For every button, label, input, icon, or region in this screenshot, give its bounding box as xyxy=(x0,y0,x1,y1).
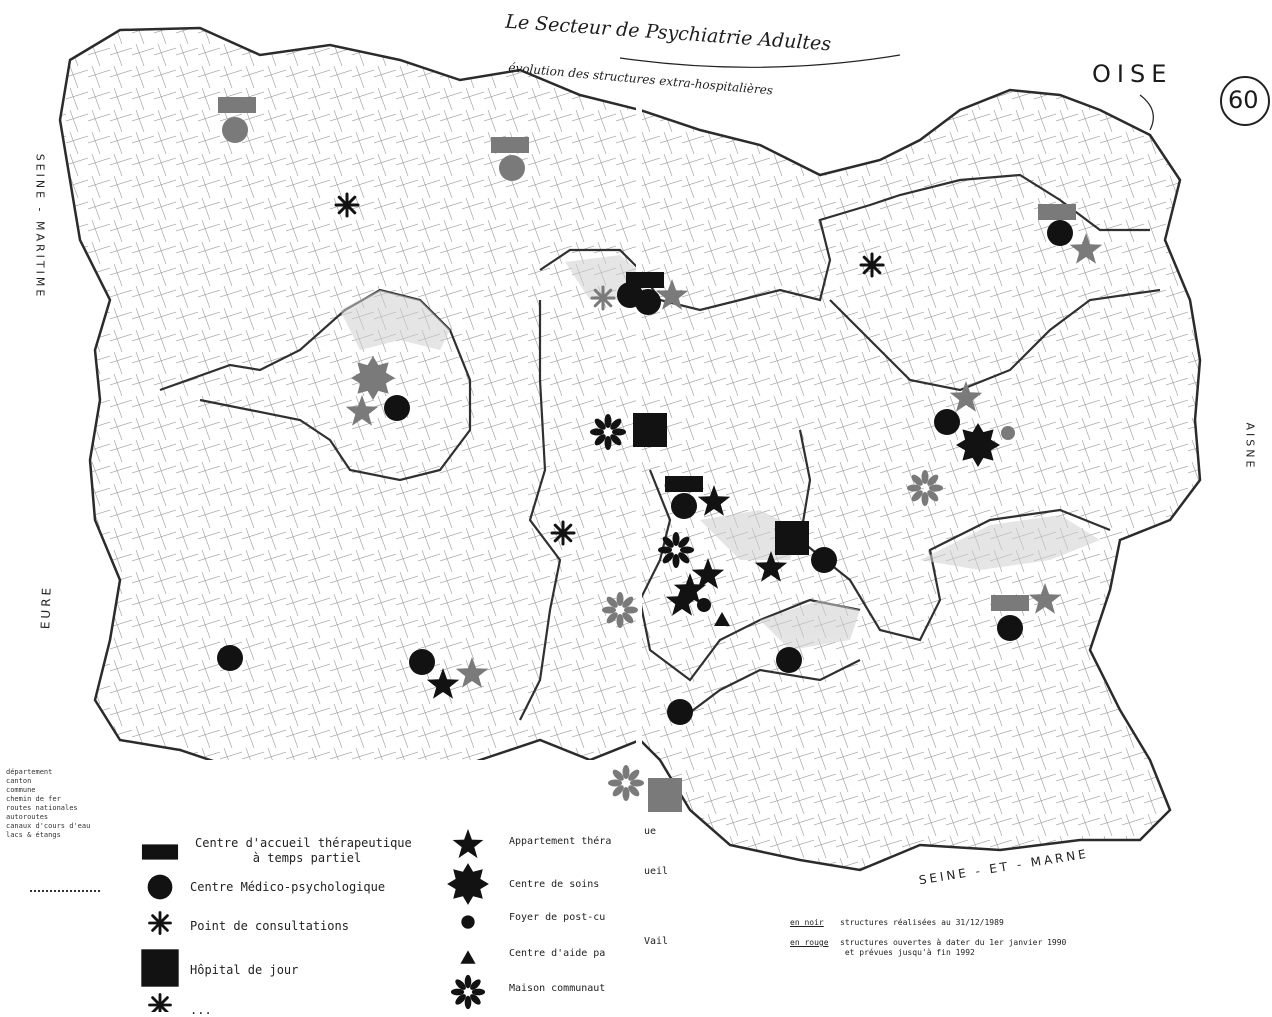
circle-marker xyxy=(217,645,243,671)
legend-fragment: Vail xyxy=(644,936,669,947)
circle-marker xyxy=(997,615,1023,641)
bar-marker xyxy=(1038,204,1076,220)
circle-marker xyxy=(409,649,435,675)
color-note-black-text: structures réalisées au 31/12/1989 xyxy=(840,918,1004,927)
asterisk-marker xyxy=(148,911,172,935)
asterisk-marker xyxy=(334,192,360,218)
star-marker xyxy=(697,485,731,516)
base-legend-item: canton xyxy=(6,777,32,785)
base-legend-item: canaux d'cours d'eau xyxy=(6,822,91,830)
star-marker xyxy=(426,668,460,699)
bar-marker xyxy=(218,97,256,113)
neighbor-aisne: AISNE xyxy=(1243,422,1257,471)
bar-marker xyxy=(141,844,179,860)
base-legend-item: lacs & étangs xyxy=(6,831,61,839)
legend-label-foyer: Foyer de post-cu xyxy=(509,912,606,923)
neighbor-seine-maritime: SEINE - MARITIME xyxy=(33,153,47,300)
department-outline xyxy=(58,26,1202,872)
star-marker xyxy=(949,381,983,412)
star-marker xyxy=(1069,233,1103,264)
burst-marker xyxy=(956,423,1000,467)
legend-label-appartement: Appartement théra xyxy=(509,836,612,847)
star-marker xyxy=(455,657,489,688)
burst-marker xyxy=(447,863,489,905)
color-note-black-key: en noir xyxy=(790,918,824,927)
legend-label-hopital-jour: Hôpital de jour xyxy=(190,963,299,977)
legend-label-other: ... xyxy=(190,1003,212,1017)
circle-marker xyxy=(776,647,802,673)
circle-marker xyxy=(811,547,837,573)
circle-marker xyxy=(671,493,697,519)
legend-symbols xyxy=(141,828,489,1012)
base-legend-item: autoroutes xyxy=(6,813,49,821)
star-marker xyxy=(655,279,689,310)
circle-marker xyxy=(384,395,410,421)
marker-layer xyxy=(217,97,1103,812)
dot-marker xyxy=(697,598,711,612)
star-marker xyxy=(345,395,379,426)
circle-marker xyxy=(147,874,173,900)
legend-label-cmp: Centre Médico-psychologique xyxy=(190,880,386,894)
title-underline xyxy=(619,54,901,68)
square-marker xyxy=(633,413,667,447)
legend-label-centre-aide: Centre d'aide pa xyxy=(509,948,606,959)
star-marker xyxy=(452,828,484,859)
scale-bar xyxy=(30,890,100,892)
star-marker xyxy=(754,551,788,582)
neighbor-eure: EURE xyxy=(38,584,54,630)
triangle-marker xyxy=(460,950,476,964)
oise-pointer xyxy=(1139,94,1154,131)
square-marker xyxy=(141,949,179,987)
base-legend-item: commune xyxy=(6,786,36,794)
department-number: 60 xyxy=(1228,86,1259,114)
square-marker xyxy=(775,521,809,555)
circle-marker xyxy=(499,155,525,181)
color-note-red-text: structures ouvertes à dater du 1er janvi… xyxy=(840,938,1067,957)
flower-marker xyxy=(602,592,638,628)
flower-marker xyxy=(590,414,626,450)
circle-marker xyxy=(222,117,248,143)
flower-marker xyxy=(608,765,644,801)
square-marker xyxy=(648,778,682,812)
dot-marker xyxy=(461,915,475,929)
base-legend: département canton commune chemin de fer… xyxy=(6,768,90,840)
asterisk-marker xyxy=(859,252,885,278)
bar-marker xyxy=(665,476,703,492)
asterisk-marker xyxy=(550,520,576,546)
legend-label-consultations: Point de consultations xyxy=(190,919,349,933)
circle-marker xyxy=(667,699,693,725)
flower-marker xyxy=(907,470,943,506)
legend-label-centre-soins: Centre de soins xyxy=(509,879,600,890)
triangle-marker xyxy=(714,612,730,626)
flower-marker xyxy=(450,974,486,1010)
circle-marker xyxy=(635,289,661,315)
legend-fragment: ue xyxy=(644,826,657,837)
bar-marker xyxy=(991,595,1029,611)
legend-label-maison: Maison communaut xyxy=(509,983,606,994)
dot-marker xyxy=(1001,426,1015,440)
star-marker xyxy=(691,558,725,589)
department-number-circle xyxy=(1220,76,1270,126)
legend-fragment: ueil xyxy=(644,866,669,877)
paper-fold xyxy=(636,0,642,1012)
flower-marker xyxy=(658,532,694,568)
asterisk-marker xyxy=(590,285,616,311)
star-marker xyxy=(665,585,699,616)
circle-marker xyxy=(934,409,960,435)
star-marker xyxy=(1028,583,1062,614)
star-marker xyxy=(673,573,707,604)
base-legend-item: routes nationales xyxy=(6,804,78,812)
department-name: OISE xyxy=(1092,60,1173,88)
circle-marker xyxy=(1047,220,1073,246)
burst-marker xyxy=(351,356,395,400)
base-legend-item: département xyxy=(6,768,53,776)
legend-label-cattp: Centre d'accueil thérapeutique à temps p… xyxy=(195,836,412,865)
legend-background xyxy=(0,760,640,1012)
color-note-red-key: en rouge xyxy=(790,938,829,947)
base-legend-item: chemin de fer xyxy=(6,795,61,803)
bar-marker xyxy=(491,137,529,153)
